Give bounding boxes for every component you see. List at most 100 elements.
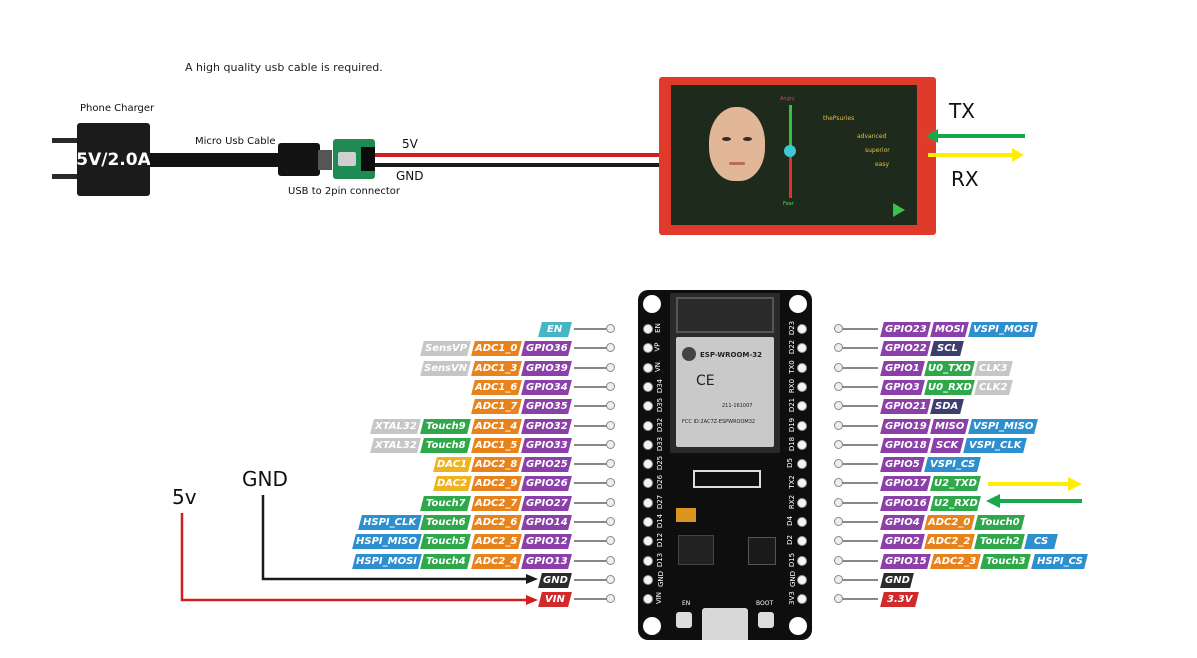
voltage-regulator [678, 535, 714, 565]
right-header-pad [797, 381, 807, 392]
mount-hole-tl [643, 295, 661, 313]
left-pin-connector [574, 424, 612, 427]
left-pin-connector [574, 405, 612, 408]
left-header-pad [643, 324, 653, 334]
wifi-logo-icon [682, 347, 696, 361]
left-pin-connector [574, 328, 612, 330]
en-button[interactable] [676, 612, 692, 628]
screen-text-3: superior [865, 147, 890, 154]
right-pin-connector [842, 540, 878, 543]
connector-usb-port [338, 152, 356, 166]
vin-wire [180, 513, 528, 602]
gnd-wire-arrowhead [526, 574, 538, 584]
left-pin-dot [606, 381, 615, 391]
left-header-pad [643, 478, 653, 489]
right-header-pad [797, 517, 807, 527]
left-pin-connector [574, 385, 612, 388]
left-header-pad [643, 555, 653, 566]
en-button-label: EN [682, 600, 691, 607]
left-pin-dot [606, 401, 615, 411]
left-pin-connector [574, 578, 612, 581]
face-mouth [729, 162, 745, 165]
play-icon[interactable] [893, 203, 905, 217]
right-pin-connector [842, 578, 878, 581]
screen-text-4: easy [875, 161, 890, 168]
right-pin-connector [842, 598, 878, 601]
left-pin-dot [606, 459, 615, 469]
left-header-pad [643, 497, 653, 508]
left-pin-dot [606, 343, 615, 353]
usb-2pin-connector [333, 139, 375, 179]
left-pin-dot [606, 324, 615, 333]
left-pin-connector [574, 559, 612, 562]
module-code: 211-161007 [722, 403, 753, 409]
left-pin-connector [574, 501, 612, 504]
slider-top-label: Angry [780, 96, 795, 102]
module-name: ESP-WROOM-32 [700, 351, 763, 359]
emotion-slider-track-bottom [789, 150, 792, 198]
usb-uart-chip [748, 537, 776, 565]
left-pin-dot [606, 555, 615, 565]
boot-button[interactable] [758, 612, 774, 628]
charger-rating: 5V/2.0A [76, 149, 151, 170]
face-eye-right [743, 137, 752, 141]
emotion-slider-knob[interactable] [784, 145, 796, 157]
pin-header-block [693, 470, 761, 488]
right-header-pad [797, 459, 807, 470]
right-header-pad [797, 594, 807, 605]
left-pin-connector [574, 366, 612, 369]
module-shield: ESP-WROOM-32 CE 211-161007 FCC ID:2AC7Z-… [676, 337, 774, 447]
left-header-pad [643, 381, 653, 392]
charger-prong-top [52, 138, 80, 143]
mount-hole-tr [789, 295, 807, 313]
left-header-pad [643, 594, 653, 605]
left-pin-dot [606, 439, 615, 449]
phone-charger: 5V/2.0A [76, 123, 151, 196]
wire-gnd [375, 163, 663, 167]
left-header-pad [643, 401, 653, 412]
right-pin-connector [842, 405, 878, 408]
left-pin-connector [574, 521, 612, 523]
connector-terminal [361, 147, 375, 171]
left-pin-dot [606, 594, 615, 604]
tx-arrow-head [926, 129, 938, 143]
right-header-pad [797, 574, 807, 585]
capacitor [676, 508, 696, 522]
left-pin-dot [606, 478, 615, 488]
right-pin-connector [842, 463, 878, 466]
right-pin-connector [842, 347, 878, 350]
left-pin-dot [606, 574, 615, 584]
charger-prong-bottom [52, 174, 80, 179]
left-pin-dot [606, 517, 615, 526]
module-fcc: FCC ID:2AC7Z-ESPWROOM32 [682, 419, 756, 425]
antenna-area [676, 297, 774, 333]
screen-text-1: thePsuries [823, 115, 855, 122]
vin-wire-arrowhead [526, 595, 538, 605]
right-pin-connector [842, 501, 878, 504]
tx-rx-arrows [926, 129, 1025, 162]
vin-wire-label: 5v [172, 485, 197, 509]
right-header-pad [797, 420, 807, 431]
mount-hole-br [789, 617, 807, 635]
slider-bottom-label: Fear [783, 201, 794, 207]
wire-gnd-label: GND [396, 169, 424, 183]
wire-5v-label: 5V [402, 137, 418, 151]
left-pin-connector [574, 482, 612, 485]
right-header-pad [797, 478, 807, 489]
display-screen: Angry Fear thePsuries advanced superior … [671, 85, 917, 225]
left-pin-connector [574, 443, 612, 446]
tx-label: TX [949, 99, 975, 123]
left-pin-dot [606, 420, 615, 430]
micro-usb-cable [150, 153, 280, 167]
right-pin-connector [842, 443, 878, 446]
micro-usb-port[interactable] [702, 608, 748, 640]
left-pin-connector [574, 598, 612, 601]
right-header-pad [797, 439, 807, 450]
u2-rxd-arrow-head [986, 494, 1000, 508]
left-header-pad [643, 420, 653, 431]
ce-mark-icon: CE [696, 373, 715, 389]
gnd-wire-label: GND [242, 467, 288, 491]
cable-label: Micro Usb Cable [195, 136, 276, 147]
right-header-pad [797, 536, 807, 547]
